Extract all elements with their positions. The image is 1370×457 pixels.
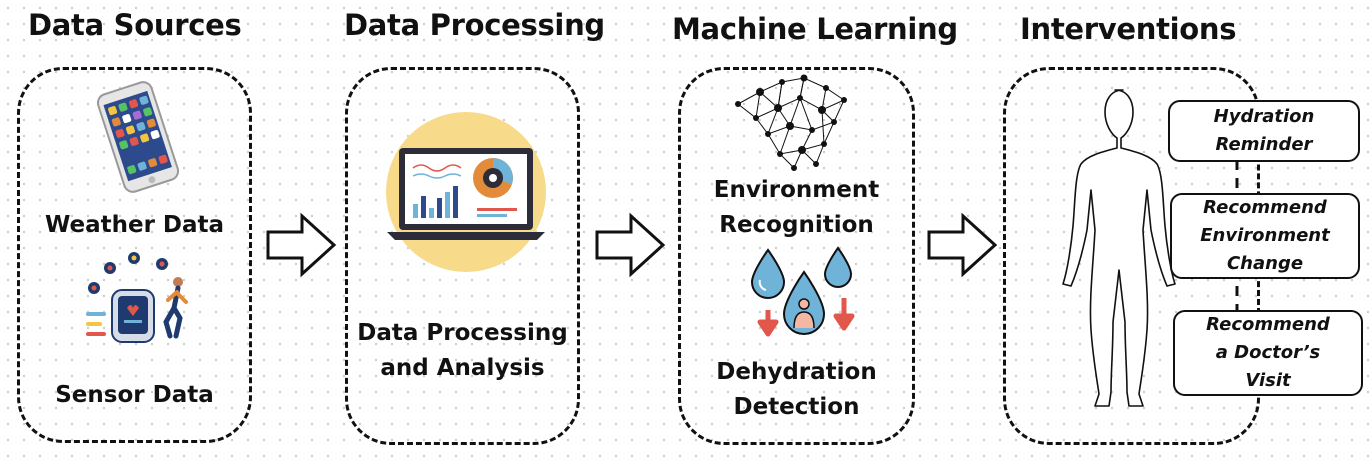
heading-data-sources: Data Sources	[28, 8, 242, 42]
intervention-hydration-reminder: Hydration Reminder	[1168, 100, 1360, 162]
environment-recognition-line1: Environment	[713, 177, 880, 203]
intervention-hydration-reminder-text: Hydration Reminder	[1213, 106, 1315, 155]
analytics-laptop-icon	[386, 112, 546, 272]
flow-arrow-1	[266, 212, 337, 278]
dehydration-detection-line1: Dehydration	[716, 359, 877, 385]
human-body-icon	[1062, 89, 1176, 407]
dehydration-detection-line2: Detection	[733, 394, 860, 420]
weather-data-label: Weather Data	[44, 212, 225, 238]
sensor-data-label: Sensor Data	[55, 382, 214, 408]
environment-recognition-line2: Recognition	[719, 212, 874, 238]
intervention-doctor-visit: Recommend a Doctor’s Visit	[1173, 310, 1363, 396]
panel-data-processing	[345, 67, 580, 445]
wearable-sensor-icon	[86, 252, 188, 343]
data-processing-label-line2: and Analysis	[380, 355, 545, 381]
heading-interventions: Interventions	[1020, 12, 1237, 46]
heading-data-processing: Data Processing	[344, 8, 605, 42]
panel-data-sources	[17, 67, 252, 443]
smartphone-icon	[96, 81, 180, 193]
panel-machine-learning	[678, 67, 915, 445]
flow-arrow-3	[927, 212, 998, 278]
data-processing-label-line1: Data Processing	[357, 320, 568, 346]
heading-machine-learning: Machine Learning	[672, 12, 958, 46]
intervention-doctor-visit-text: Recommend a Doctor’s Visit	[1206, 314, 1330, 391]
flow-arrow-2	[595, 212, 666, 278]
water-drop-dehydration-icon	[750, 246, 855, 337]
neural-network-icon	[735, 74, 847, 171]
intervention-environment-change-text: Recommend Environment Change	[1200, 197, 1330, 274]
intervention-environment-change: Recommend Environment Change	[1170, 193, 1360, 279]
